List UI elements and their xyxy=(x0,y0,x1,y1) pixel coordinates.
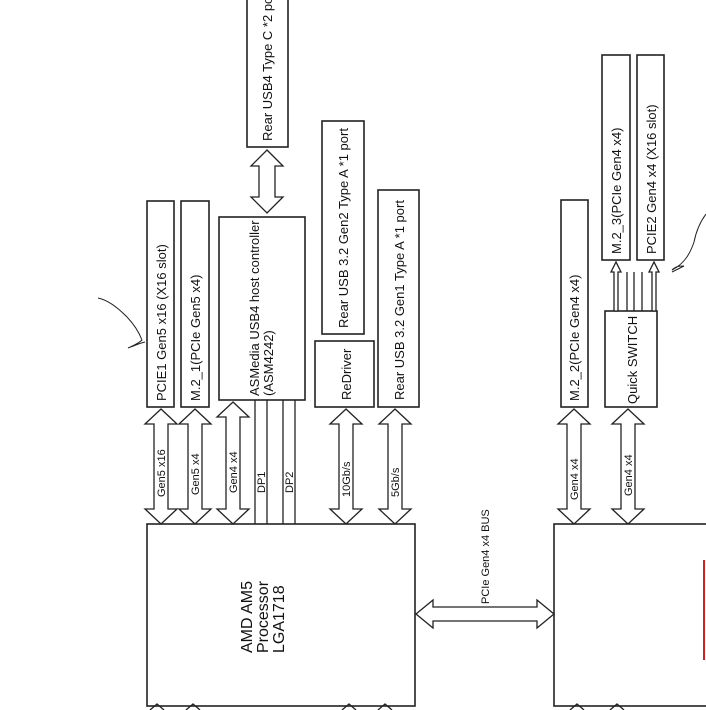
quick-switch-label: Quick SWITCH xyxy=(625,316,640,404)
amd-am5-processor-box xyxy=(146,523,416,707)
usb-5g-link-label: 5Gb/s xyxy=(390,467,402,497)
rear-usb32-gen1-box xyxy=(377,189,420,408)
asmedia-usb4-controller-model: (ASM4242) xyxy=(261,330,276,396)
pcie-gen4-bus-label: PCIe Gen4 x4 BUS xyxy=(480,509,492,604)
processor-line3: LGA1718 xyxy=(271,585,288,653)
usb4-gen4-link-label: Gen4 x4 xyxy=(228,451,240,493)
rear-usb32-gen2-box xyxy=(321,120,365,335)
asmedia-usb4-controller-label: ASMedia USB4 host controller xyxy=(247,220,262,396)
pcie-gen4-bus-arrow xyxy=(414,598,556,630)
pcie1-slot-box xyxy=(146,200,175,408)
pcie1-slot-label: PCIE1 Gen5 x16 (X16 slot) xyxy=(154,244,169,401)
m2-3-slot-box xyxy=(601,54,631,261)
m2-2-slot-label: M.2_2(PCIe Gen4 x4) xyxy=(567,275,582,401)
processor-bottom-arrows xyxy=(149,703,393,710)
rear-usb32-gen1-label: Rear USB 3.2 Gen1 Type A *1 port xyxy=(392,200,407,400)
quick-switch-connectors xyxy=(609,260,661,312)
pcie2-slot-label: PCIE2 Gen4 x4 (X16 slot) xyxy=(644,104,659,254)
m2-1-link-label: Gen5 x4 xyxy=(190,453,202,495)
m2-2-link-label: Gen4 x4 xyxy=(569,458,581,500)
asmedia-usb4-controller-box xyxy=(218,216,306,401)
quick-switch-link-label: Gen4 x4 xyxy=(623,454,635,496)
scribble-right-icon xyxy=(671,213,706,273)
processor-line1: AMD AM5 xyxy=(239,581,256,653)
dp1-label: DP1 xyxy=(256,472,268,493)
m2-1-slot-box xyxy=(180,200,210,408)
processor-line2: Processor xyxy=(255,580,272,653)
pcie2-slot-box xyxy=(636,54,665,261)
m2-2-slot-box xyxy=(560,199,589,408)
chipset-box xyxy=(553,523,706,707)
usb-10g-link-label: 10Gb/s xyxy=(341,461,353,497)
quick-switch-box xyxy=(604,310,658,408)
rear-usb4-type-c-box xyxy=(246,0,289,148)
processor-bottom-arrows-right xyxy=(569,703,625,710)
usb4-type-c-link-arrow xyxy=(249,149,285,214)
scribble-left-icon xyxy=(97,297,146,349)
m2-3-slot-label: M.2_3(PCIe Gen4 x4) xyxy=(609,128,624,254)
redriver-label: ReDriver xyxy=(339,348,354,400)
dp2-label: DP2 xyxy=(284,472,296,493)
pcie1-link-label: Gen5 x16 xyxy=(156,449,168,497)
redriver-box xyxy=(314,340,375,408)
dp-lines xyxy=(254,400,296,524)
m2-1-slot-label: M.2_1(PCIe Gen5 x4) xyxy=(188,275,203,401)
rear-usb4-type-c-label: Rear USB4 Type C *2 po xyxy=(260,0,275,141)
usb-5g-link-arrow xyxy=(377,408,413,525)
rear-usb32-gen2-label: Rear USB 3.2 Gen2 Type A *1 port xyxy=(336,128,351,328)
